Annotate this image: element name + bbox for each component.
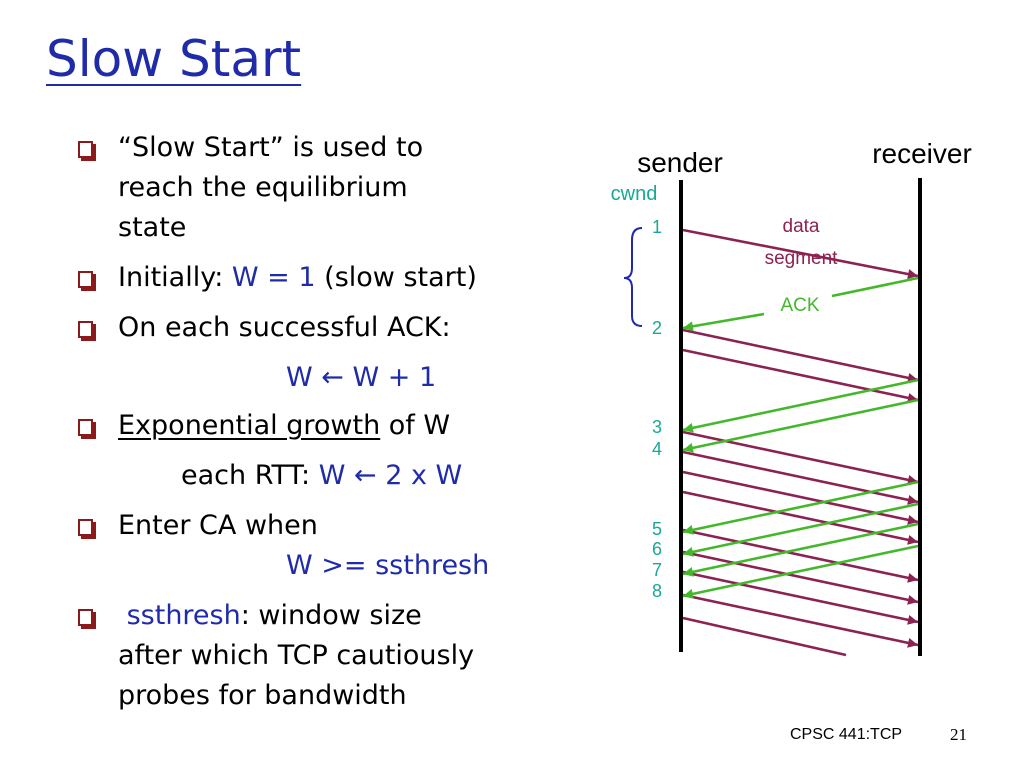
data-segment-arrow [682, 328, 919, 382]
bullet-text: ssthresh: window size [118, 596, 422, 636]
ack-arrow [682, 398, 919, 452]
ssthresh-condition: W >= ssthresh [286, 550, 490, 581]
ack-arrow [682, 480, 919, 534]
ack-arrow [682, 522, 919, 576]
data-segment-arrow [682, 490, 919, 544]
cwnd-value: 1 [652, 217, 662, 237]
data-segment-arrow [682, 430, 919, 484]
data-segment-arrow-head [907, 638, 918, 648]
slide-title: Slow Start [46, 30, 302, 88]
page-number: 21 [950, 725, 967, 744]
ack-arrow-head [683, 443, 694, 453]
ack-arrow [682, 378, 919, 432]
square-bullet-icon [78, 321, 93, 338]
data-segment-arrow [682, 450, 919, 504]
cwnd-value: 8 [652, 581, 662, 601]
bullet-text: Initially: W = 1 (slow start) [118, 258, 477, 298]
receiver-label: receiver [872, 138, 972, 169]
ack-formula: W ← W + 1 [286, 362, 437, 393]
square-bullet-icon [78, 609, 93, 626]
cwnd-value: 7 [652, 560, 662, 580]
data-segment-arrow [682, 348, 919, 402]
bullet-text: Enter CA when [118, 510, 318, 541]
ssthresh-term: ssthresh [126, 600, 241, 631]
cwnd-values: 1 2 3 4 5 6 7 8 [652, 217, 662, 601]
data-segment-label: data [783, 216, 820, 237]
square-bullet-icon [78, 141, 93, 158]
bullet-line: state [118, 212, 187, 243]
bullet-suffix: : window size [240, 600, 422, 631]
bullet-line: probes for bandwidth [118, 680, 407, 711]
data-segment-arrow [682, 570, 919, 624]
ack-arrow [682, 502, 919, 556]
footer-course: CPSC 441:TCP [790, 726, 903, 743]
ack-arrow-head [683, 525, 694, 535]
ack-arrow [682, 312, 765, 330]
data-segment-arrow [682, 228, 919, 278]
cwnd-value: 2 [652, 318, 662, 338]
square-bullet-icon [78, 271, 93, 288]
bullet-text: Exponential growth of W [118, 406, 450, 446]
bullet-line: reach the equilibrium [118, 172, 408, 203]
rtt-prefix: each RTT: [181, 460, 319, 491]
cwnd-value: 6 [652, 539, 662, 559]
bullet-line: “Slow Start” is used to [118, 132, 424, 163]
cwnd-value: 4 [652, 439, 662, 459]
rtt-highlight: W ← 2 x W [318, 460, 463, 491]
bullet-text: On each successful ACK: [118, 312, 451, 343]
ack-arrow-head [683, 547, 694, 557]
brace-icon [623, 227, 643, 327]
cwnd-label: cwnd [611, 183, 658, 205]
ack-label: ACK [780, 295, 819, 316]
square-bullet-icon [78, 419, 93, 436]
sender-label: sender [637, 147, 723, 178]
data-segment-arrow-head [907, 595, 918, 605]
data-segment-arrow [682, 470, 919, 524]
data-segment-arrow-head [907, 573, 918, 583]
data-segment-arrow-head [907, 615, 918, 625]
data-segment-label: segment [765, 248, 839, 269]
data-segment-arrow [682, 528, 919, 582]
segment-arrows [682, 228, 919, 657]
ack-arrow-head [683, 321, 694, 332]
rtt-formula: each RTT: W ← 2 x W [181, 456, 462, 496]
ack-arrow-head [683, 589, 694, 599]
initial-window: W = 1 [231, 262, 316, 293]
data-segment-arrow-head [907, 495, 918, 505]
exponential-growth-text: Exponential growth [118, 410, 381, 441]
bullet-suffix: of W [380, 410, 451, 441]
data-segment-arrow-head [907, 269, 918, 279]
ack-arrow [831, 276, 919, 298]
ack-arrow-head [683, 567, 694, 577]
data-segment-arrow-head [907, 515, 918, 525]
bullet-suffix: (slow start) [315, 262, 477, 293]
ack-arrow [682, 544, 919, 598]
ack-arrow-head [683, 423, 694, 433]
bullet-line: after which TCP cautiously [118, 640, 475, 671]
data-segment-arrow [682, 550, 919, 604]
data-segment-arrow-head [907, 535, 918, 545]
bullet-prefix: Initially: [118, 262, 232, 293]
cwnd-value: 3 [652, 417, 662, 437]
square-bullet-icon [78, 519, 93, 536]
cwnd-value: 5 [652, 519, 662, 539]
data-segment-arrow [682, 593, 919, 647]
data-segment-arrow [682, 616, 847, 657]
